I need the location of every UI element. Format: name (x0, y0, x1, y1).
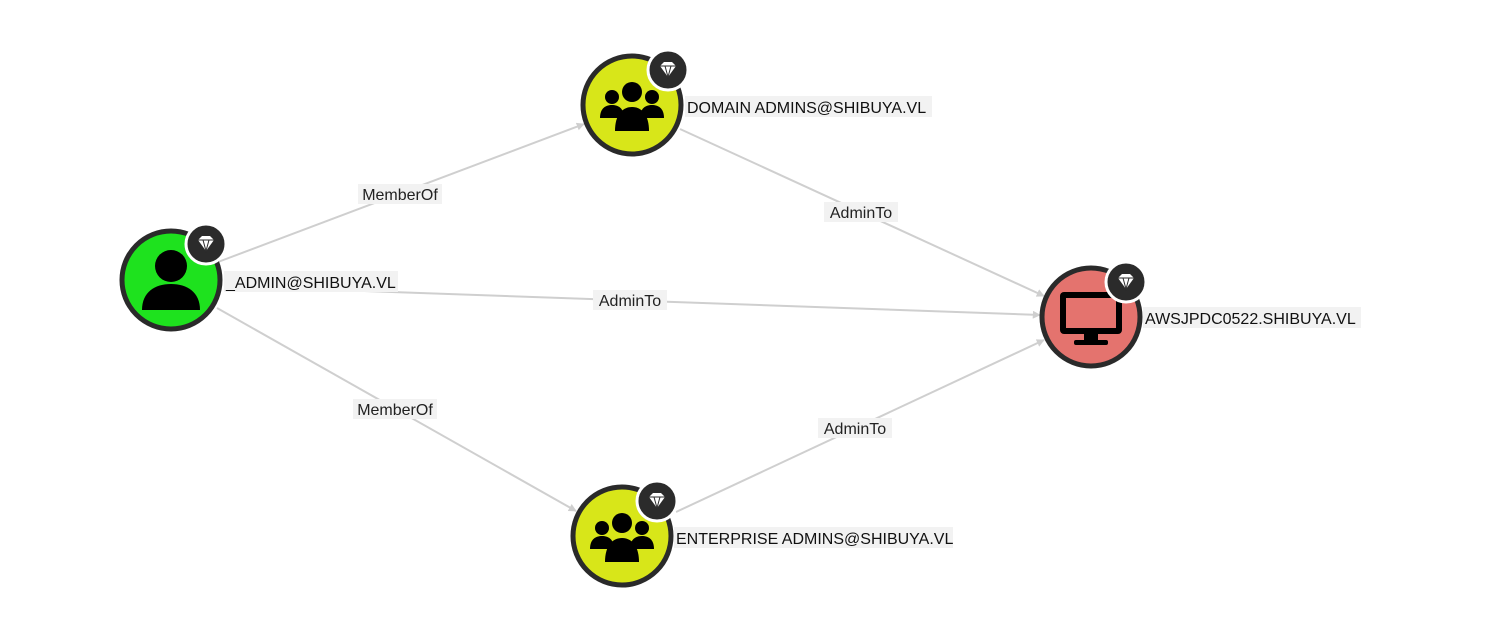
node-label: AWSJPDC0522.SHIBUYA.VL (1145, 311, 1356, 328)
edge-label: MemberOf (362, 187, 438, 204)
gem-icon (635, 479, 679, 523)
edge-label: AdminTo (830, 205, 892, 222)
nodes-layer: _ADMIN@SHIBUYA.VL DOMAIN ADMINS@SHIBUYA.… (119, 48, 1361, 588)
node-enterprise-admins[interactable]: ENTERPRISE ADMINS@SHIBUYA.VL (570, 479, 953, 588)
group-icon (590, 513, 654, 562)
edges-layer: MemberOf MemberOf AdminTo AdminTo AdminT… (216, 122, 1045, 513)
computer-icon (1060, 292, 1122, 345)
node-label: DOMAIN ADMINS@SHIBUYA.VL (687, 100, 926, 117)
node-domain-admins[interactable]: DOMAIN ADMINS@SHIBUYA.VL (580, 48, 932, 157)
node-user-admin[interactable]: _ADMIN@SHIBUYA.VL (119, 222, 398, 332)
edge-adminto-domain-admins-dc[interactable]: AdminTo (679, 128, 1045, 297)
gem-icon (646, 48, 690, 92)
edge-memberof-enterprise-admins[interactable]: MemberOf (216, 307, 577, 512)
edge-adminto-enterprise-admins-dc[interactable]: AdminTo (675, 339, 1045, 513)
group-icon (600, 82, 664, 131)
edge-label: AdminTo (599, 293, 661, 310)
node-computer-dc[interactable]: AWSJPDC0522.SHIBUYA.VL (1039, 260, 1361, 369)
gem-icon (184, 222, 228, 266)
edge-label: AdminTo (824, 421, 886, 438)
edge-memberof-domain-admins[interactable]: MemberOf (217, 122, 585, 263)
gem-icon (1104, 260, 1148, 304)
user-icon (142, 250, 200, 310)
node-label: _ADMIN@SHIBUYA.VL (225, 275, 396, 292)
edge-label: MemberOf (357, 402, 433, 419)
node-label: ENTERPRISE ADMINS@SHIBUYA.VL (676, 531, 953, 548)
